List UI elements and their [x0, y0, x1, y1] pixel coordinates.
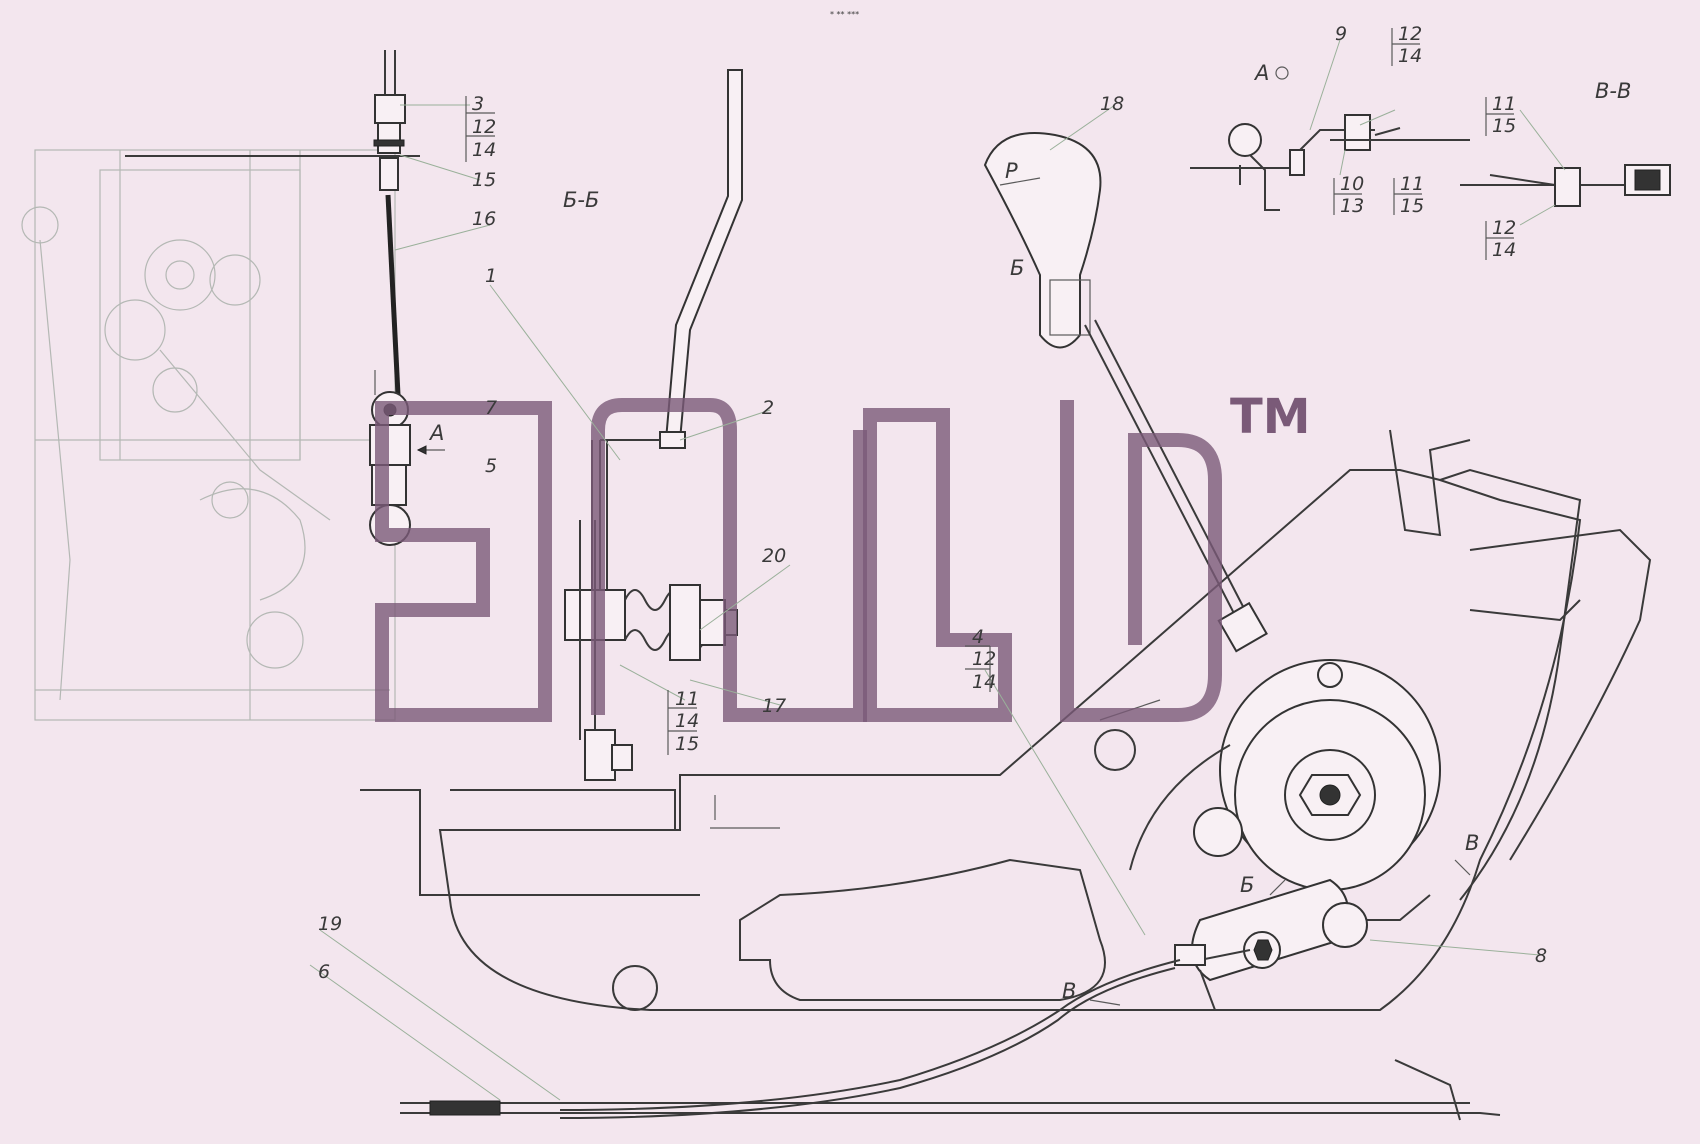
callout: 12 [1398, 23, 1422, 45]
callout-stack-a-11-15: 11 15 [1393, 173, 1424, 217]
callout-9: 9 [1335, 23, 1347, 45]
callout: 15 [1400, 195, 1424, 217]
callout-20: 20 [762, 545, 786, 567]
handle-letter: Р [1005, 159, 1018, 183]
section-marker-b-upper: Б [1010, 256, 1024, 280]
section-label-v-v: В-В [1595, 79, 1631, 103]
callout: 12 [1492, 217, 1516, 239]
callout: 10 [1340, 173, 1364, 195]
callout-5: 5 [485, 455, 497, 477]
callout: 12 [972, 648, 996, 670]
callout: 14 [972, 671, 996, 693]
detail-view-a [1190, 114, 1470, 211]
callout: 11 [1400, 173, 1424, 195]
callout-stack-a-12-14: 12 14 [1391, 23, 1422, 67]
callout: 4 [972, 626, 984, 648]
trademark-symbol: TM [1230, 389, 1311, 445]
section-arrows [416, 445, 1471, 1006]
callout-18: 18 [1100, 93, 1124, 115]
callout-1: 1 [485, 265, 497, 287]
callout: 14 [1398, 45, 1422, 67]
callout: 15 [675, 733, 699, 755]
section-marker-v-left: В [1062, 979, 1076, 1003]
section-marker-v-right: В [1465, 831, 1479, 855]
callout-8: 8 [1535, 945, 1547, 967]
section-label-b-b: Б-Б [563, 188, 599, 212]
callout-16: 16 [472, 208, 496, 230]
callout-17: 17 [762, 695, 786, 717]
callout-6: 6 [318, 961, 330, 983]
callout-19: 19 [318, 913, 342, 935]
callout-2: 2 [762, 397, 774, 419]
callout: 11 [1492, 93, 1516, 115]
section-marker-b-lower: Б [1240, 873, 1254, 897]
callout: 15 [1492, 115, 1516, 137]
callout: 13 [1340, 195, 1364, 217]
main-bracket-plate [360, 429, 1652, 1011]
header-tiny-text: * ** *** [830, 10, 859, 19]
view-label-a: А [1253, 61, 1269, 85]
gearbox-background-assembly [21, 149, 396, 721]
brake-drum [1129, 659, 1441, 982]
callout-15: 15 [472, 169, 496, 191]
detail-view-v-v [1460, 164, 1671, 207]
brake-cable-lower [400, 944, 1501, 1121]
callout-stack-a-10-13: 10 13 [1333, 173, 1364, 217]
handbrake-handle [983, 132, 1268, 653]
callout-stack-4-12-14: 4 12 14 [965, 626, 996, 693]
callout: 11 [675, 688, 699, 710]
watermark-logo: TM [375, 389, 1311, 722]
callout: 12 [472, 116, 496, 138]
callout-stack-11-14-15: 11 14 15 [667, 688, 699, 755]
leader-lines [309, 39, 1566, 1101]
callout: 14 [675, 710, 699, 732]
callout-stack-vv-11-15: 11 15 [1485, 93, 1516, 137]
view-marker-a: А [428, 421, 444, 445]
callout: 14 [1492, 239, 1516, 261]
callout-stack-3-12-14: 3 12 14 [465, 93, 496, 162]
callout: 3 [472, 93, 484, 115]
callout-7: 7 [485, 397, 497, 419]
callout-stack-vv-12-14: 12 14 [1485, 217, 1516, 261]
view-a-circle-icon [1275, 66, 1289, 80]
callout: 14 [472, 139, 496, 161]
